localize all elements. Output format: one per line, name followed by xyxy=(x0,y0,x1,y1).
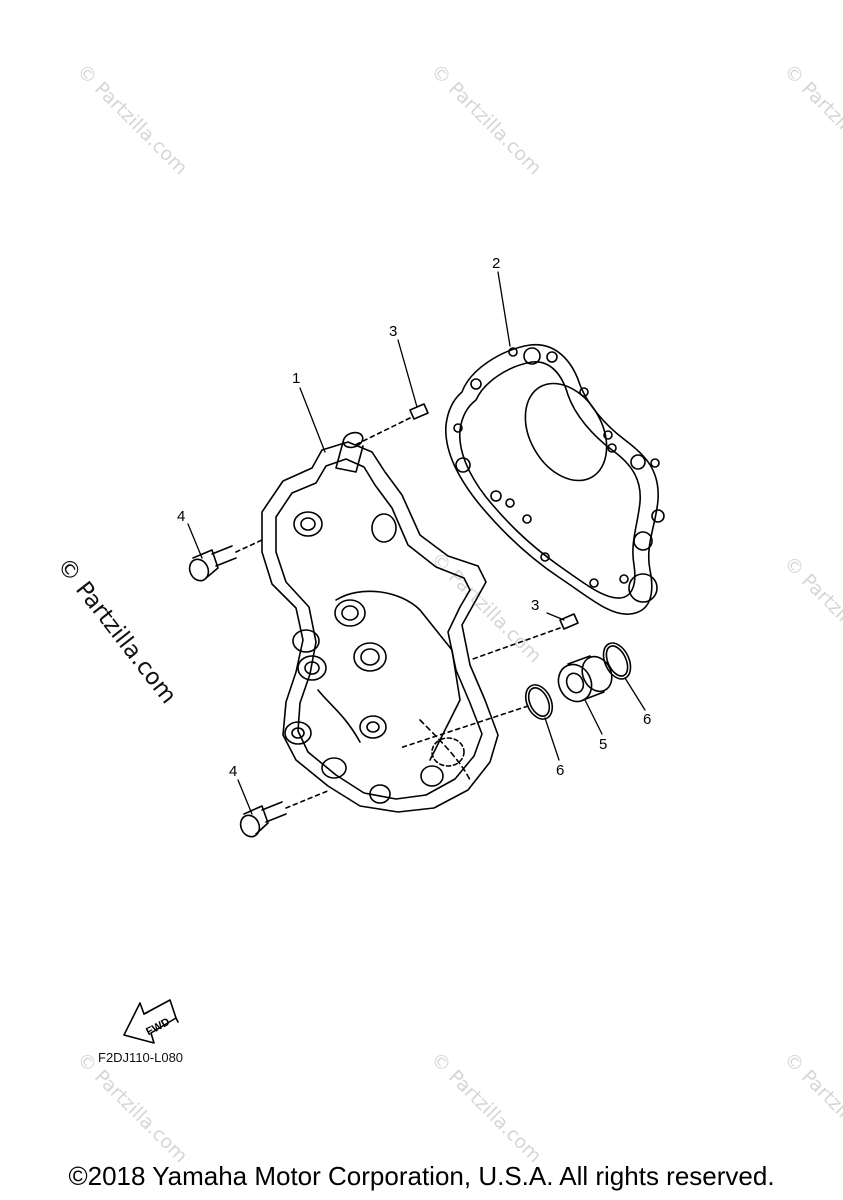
dowel-pin-upper-drawing xyxy=(354,403,429,446)
o-ring-right-drawing xyxy=(602,642,632,680)
o-ring-left-drawing xyxy=(399,684,554,749)
callout-4-lower: 4 xyxy=(229,763,237,780)
callout-1: 1 xyxy=(292,370,300,387)
callout-6-left: 6 xyxy=(556,762,564,779)
callout-3-upper: 3 xyxy=(389,323,397,340)
plug-drawing xyxy=(557,655,613,703)
fwd-arrow-drawing xyxy=(123,999,179,1044)
callout-4-upper: 4 xyxy=(177,508,185,525)
callout-2: 2 xyxy=(492,255,500,272)
bolt-lower-drawing xyxy=(239,789,331,838)
copyright-notice: ©2018 Yamaha Motor Corporation, U.S.A. A… xyxy=(68,1161,775,1191)
dowel-pin-lower-drawing xyxy=(469,613,579,661)
fwd-label: FWD xyxy=(144,1016,172,1038)
diagram-code: F2DJ110-L080 xyxy=(98,1050,184,1065)
callout-3-lower: 3 xyxy=(531,597,539,614)
bolt-upper-drawing xyxy=(188,539,263,582)
leader-lines xyxy=(187,271,646,815)
callout-5: 5 xyxy=(599,736,607,753)
cover-drawing xyxy=(261,431,499,813)
callout-6-right: 6 xyxy=(643,711,651,728)
gasket-drawing xyxy=(445,343,665,615)
